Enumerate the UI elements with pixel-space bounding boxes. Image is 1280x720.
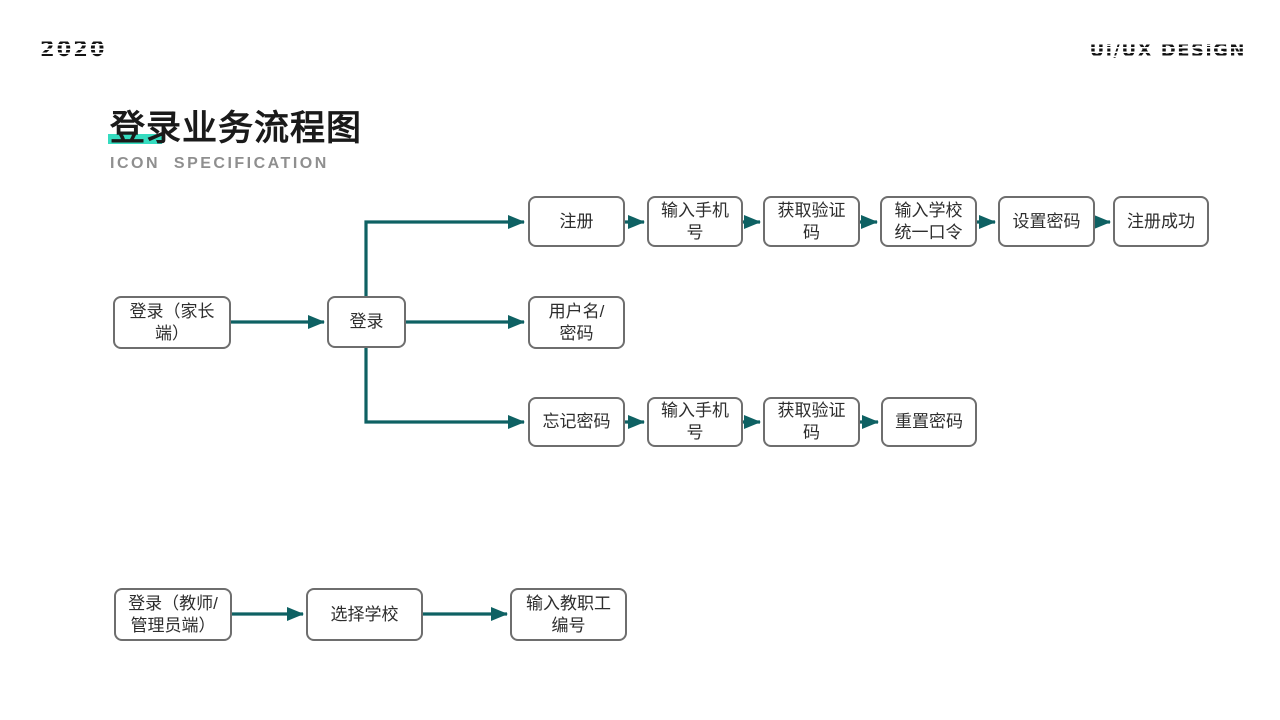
flow-node-choose-school: 选择学校	[306, 588, 423, 641]
flow-node-get-code-reset: 获取验证 码	[763, 397, 860, 447]
flow-node-label: 忘记密码	[542, 412, 611, 431]
page-title: 登录业务流程图	[110, 109, 363, 148]
flow-node-label: 登录（教师/ 管理员端）	[128, 593, 218, 635]
year-logo: 2020	[40, 37, 107, 61]
title-highlight-bar	[108, 134, 162, 144]
flow-arrow-login-forgot	[364, 348, 525, 429]
flow-node-reset-password: 重置密码	[881, 397, 977, 447]
flow-node-enter-phone-register: 输入手机 号	[647, 196, 743, 247]
flow-arrow-login-register	[364, 215, 525, 296]
flow-node-forgot-password: 忘记密码	[528, 397, 625, 447]
flow-node-label: 输入学校 统一口令	[894, 200, 963, 242]
flow-node-login-staff: 登录（教师/ 管理员端）	[114, 588, 232, 641]
flow-node-label: 获取验证 码	[777, 401, 846, 442]
brand-logo: Ui/UX DESiGN	[1089, 40, 1246, 61]
flow-node-label: 注册成功	[1127, 211, 1195, 231]
flow-node-login-parent: 登录（家长 端）	[113, 296, 231, 349]
flow-node-school-passcode: 输入学校 统一口令	[880, 196, 977, 247]
flow-node-label: 重置密码	[895, 412, 963, 431]
page-subtitle: ICON SPECIFICATION	[110, 155, 329, 172]
flow-node-label: 用户名/ 密码	[548, 301, 605, 343]
flow-node-login: 登录	[327, 296, 406, 348]
flow-node-register-success: 注册成功	[1113, 196, 1209, 247]
flow-node-label: 输入教职工 编号	[526, 593, 611, 635]
title-block: 登录业务流程图 ICON SPECIFICATION	[108, 108, 363, 173]
flow-node-get-code-register: 获取验证 码	[763, 196, 860, 247]
flow-node-label: 登录	[349, 312, 384, 331]
flow-node-label: 登录（家长 端）	[129, 301, 215, 343]
flow-node-label: 输入手机 号	[661, 200, 729, 242]
flow-node-set-password: 设置密码	[998, 196, 1095, 247]
flow-node-label: 选择学校	[330, 604, 399, 624]
flow-node-label: 设置密码	[1012, 211, 1081, 231]
flow-node-enter-staff-id: 输入教职工 编号	[510, 588, 627, 641]
flow-node-label: 注册	[559, 211, 594, 231]
flow-node-label: 获取验证 码	[777, 200, 846, 242]
flow-node-label: 输入手机 号	[661, 401, 729, 442]
flow-node-username-password: 用户名/ 密码	[528, 296, 625, 349]
flow-node-enter-phone-reset: 输入手机 号	[647, 397, 743, 447]
flow-node-register: 注册	[528, 196, 625, 247]
